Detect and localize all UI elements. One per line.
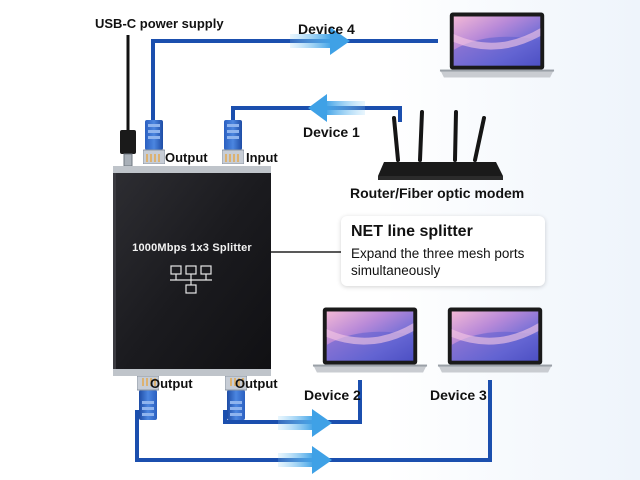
input-label: Input — [246, 150, 278, 165]
device1-label: Device 1 — [303, 124, 360, 140]
output-bottom-right-label: Output — [235, 376, 278, 391]
arrow-right-icon — [278, 409, 332, 437]
device2-label: Device 2 — [304, 387, 361, 403]
arrow-left-icon — [308, 94, 365, 122]
arrow-right-icon — [290, 27, 350, 55]
callout-title: NET line splitter — [351, 223, 473, 240]
callout-body: Expand the three mesh ports simultaneous… — [351, 246, 525, 278]
rj45-connector-icon — [222, 120, 244, 164]
router-icon — [378, 110, 503, 180]
router-label: Router/Fiber optic modem — [350, 185, 525, 201]
device4-cable — [143, 39, 438, 164]
output-top-label: Output — [165, 150, 208, 165]
laptop-icon — [312, 307, 428, 373]
usb-c-cable — [120, 35, 136, 167]
device4-label: Device 4 — [298, 21, 355, 37]
arrow-right-icon — [278, 446, 332, 474]
laptop-icon — [437, 307, 553, 373]
laptop-icon — [439, 12, 555, 78]
output-bottom-left-label: Output — [150, 376, 193, 391]
rj45-connector-icon — [143, 120, 165, 164]
network-topology-icon — [170, 265, 212, 294]
net-line-splitter-callout: NET line splitter Expand the three mesh … — [341, 216, 545, 286]
splitter-title: 1000Mbps 1x3 Splitter — [132, 242, 252, 254]
usb-c-plug-icon — [120, 130, 136, 154]
power-supply-label: USB-C power supply — [95, 16, 224, 31]
splitter-box — [113, 166, 271, 376]
device3-label: Device 3 — [430, 387, 487, 403]
